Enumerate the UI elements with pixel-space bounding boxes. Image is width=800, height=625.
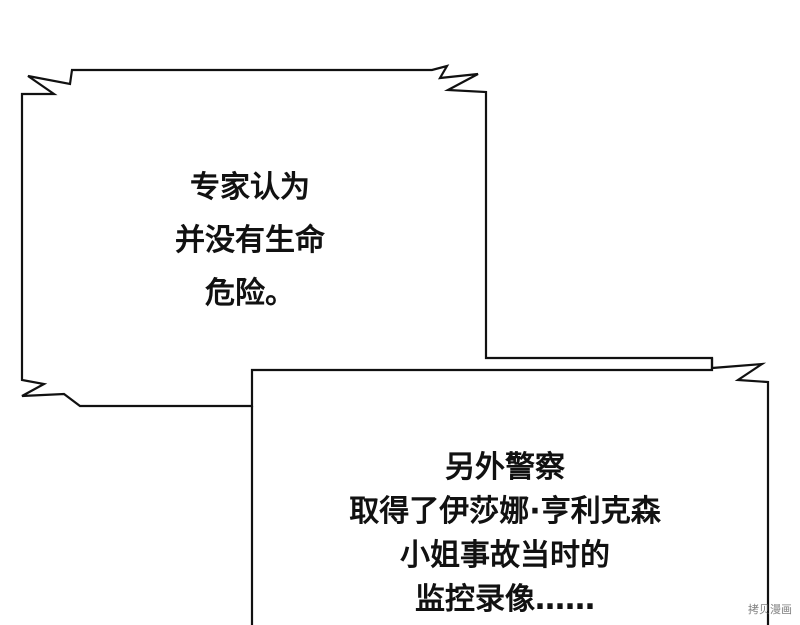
speech-line: 小姐事故当时的 [400, 538, 610, 573]
speech-bubble-upper-text: 专家认为 并没有生命 危险。 [140, 168, 360, 327]
speech-line: 监控录像…… [415, 582, 595, 617]
speech-line: 并没有生命 [175, 223, 325, 258]
speech-bubble-upper-outline [20, 64, 714, 408]
speech-bubble-lower-text: 另外警察 取得了伊莎娜·亨利克森 小姐事故当时的 监控录像…… [320, 448, 690, 624]
speech-line: 危险。 [205, 276, 295, 311]
speech-bubble-lower-outline [250, 358, 770, 625]
speech-line: 取得了伊莎娜·亨利克森 [349, 494, 661, 529]
watermark-text: 拷贝漫画 [748, 603, 792, 616]
speech-line: 专家认为 [190, 170, 310, 205]
speech-line: 另外警察 [445, 450, 565, 485]
